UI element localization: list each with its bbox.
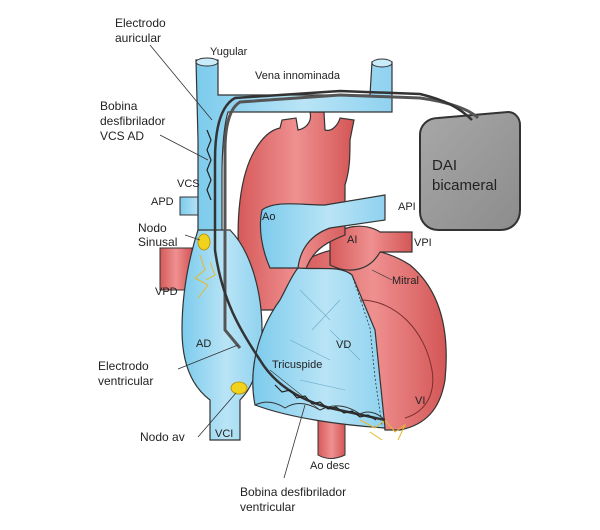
- septum-edge: [352, 277, 383, 426]
- label-vi: VI: [415, 395, 425, 407]
- leader-tricuspide: [269, 369, 321, 411]
- label-tricuspide: Tricuspide: [272, 359, 322, 371]
- label-electrodo-ventricular-1: Electrodo: [98, 359, 149, 373]
- leader-nodo-av: [197, 392, 237, 438]
- label-bobina-ventricular-1: Bobina desfibrilador: [240, 485, 346, 499]
- label-yugular: Yugular: [210, 46, 248, 58]
- label-ad: AD: [196, 338, 211, 350]
- svc-coil: [206, 129, 212, 201]
- label-api: API: [398, 201, 416, 213]
- left-atrium: [329, 225, 413, 271]
- label-bobina-vcs-2: desfibrilador: [100, 114, 165, 128]
- label-vci: VCI: [215, 428, 233, 440]
- label-ao-desc: Ao desc: [310, 460, 350, 472]
- device-label-line2: bicameral: [432, 177, 497, 194]
- label-ai: AI: [347, 234, 357, 246]
- atrial-lead: [223, 93, 480, 349]
- right-atrium: [181, 229, 263, 441]
- label-mitral: Mitral: [392, 275, 419, 287]
- leader-electrodo-ventricular: [177, 344, 239, 370]
- label-vcs: VCS: [177, 178, 200, 190]
- ventricular-coil: [274, 384, 377, 421]
- label-nodo-av: Nodo av: [140, 430, 185, 444]
- innominate-opening: [371, 58, 393, 68]
- device-label-line1: DAI: [432, 157, 457, 174]
- label-bobina-ventricular-2: ventricular: [240, 500, 295, 514]
- label-nodo-sinusal-1: Nodo: [138, 221, 167, 235]
- superior-vena-cava: [195, 59, 393, 236]
- label-bobina-vcs-3: VCS AD: [100, 129, 144, 143]
- label-bobina-vcs-1: Bobina: [100, 99, 138, 113]
- ventricular-lead: [213, 89, 473, 422]
- atrial-conduction-path: [194, 254, 216, 299]
- label-vpd: VPD: [155, 286, 178, 298]
- leader-bobina-ventricular: [283, 404, 306, 479]
- label-apd: APD: [151, 196, 174, 208]
- pulmonary-artery: [259, 194, 386, 269]
- leader-mitral: [371, 269, 393, 281]
- av-node: [230, 381, 248, 395]
- label-electrodo-auricular-1: Electrodo: [115, 16, 166, 30]
- leader-nodo-sinusal: [184, 234, 201, 241]
- label-electrodo-ventricular-2: ventricular: [98, 374, 153, 388]
- label-vpi: VPI: [414, 237, 432, 249]
- label-vd: VD: [336, 339, 351, 351]
- icd-device: [419, 110, 521, 231]
- label-vena-innominada: Vena innominada: [255, 70, 341, 82]
- ventricular-conduction-path: [359, 419, 407, 441]
- ventricle-trabeculae: [289, 289, 361, 391]
- label-electrodo-auricular-2: auricular: [115, 31, 161, 45]
- leader-bobina-vcs: [159, 134, 209, 161]
- leader-electrodo-auricular: [149, 44, 213, 121]
- label-ao: Ao: [262, 211, 275, 223]
- label-nodo-sinusal-2: Sinusal: [138, 235, 177, 249]
- jugular-opening: [195, 57, 219, 67]
- left-ventricle-wall: [359, 299, 434, 419]
- sinus-node: [197, 233, 211, 251]
